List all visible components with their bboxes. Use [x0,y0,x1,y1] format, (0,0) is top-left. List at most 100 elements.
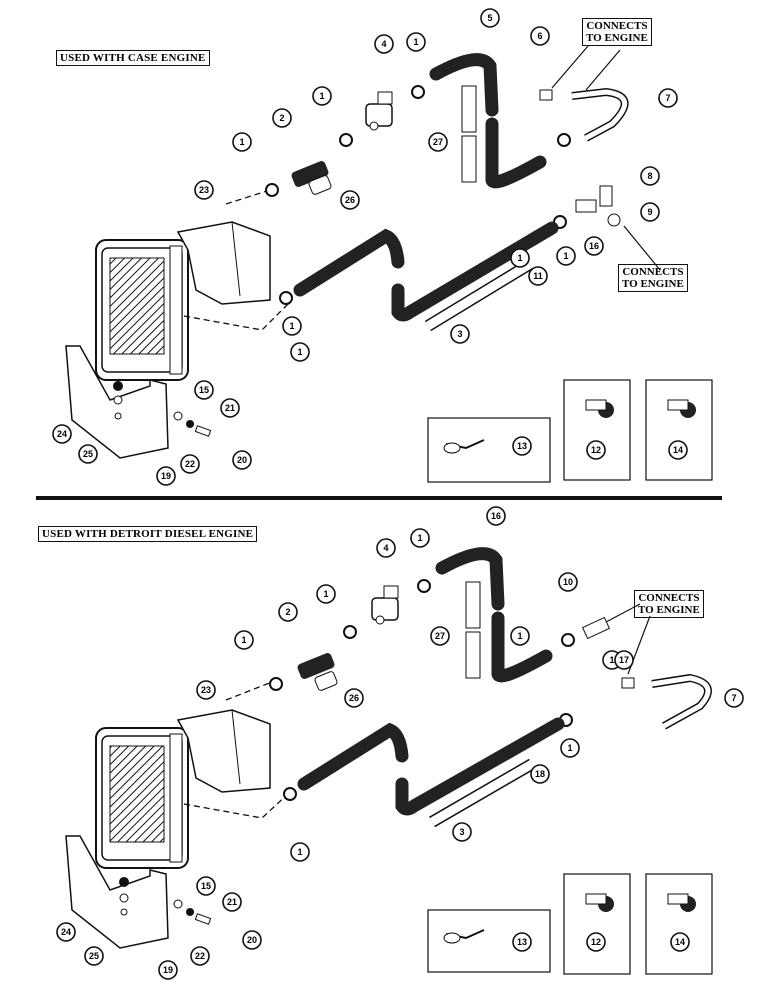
callout-number: 3 [457,329,462,339]
callout-16: 16 [486,506,506,526]
callout-9: 9 [640,202,660,222]
callout-number: 1 [323,589,328,599]
callout-21: 21 [220,398,240,418]
lower-assembly [65,547,713,975]
callout-number: 2 [285,607,290,617]
callout-number: 16 [589,241,599,251]
callout-13: 13 [512,932,532,952]
callout-number: 25 [83,449,93,459]
inset-14-top [645,379,713,481]
callout-3: 3 [452,822,472,842]
callout-2: 2 [272,108,292,128]
callout-number: 15 [201,881,211,891]
callout-1: 1 [290,342,310,362]
callout-15: 15 [196,876,216,896]
callout-number: 4 [383,543,388,553]
callout-number: 23 [201,685,211,695]
callout-number: 26 [345,195,355,205]
note-connects-to-engine-right: CONNECTS TO ENGINE [618,264,688,292]
callout-number: 14 [673,445,683,455]
callout-number: 2 [279,113,284,123]
heater-housing [176,221,271,305]
callout-1: 1 [510,626,530,646]
callout-number: 17 [619,655,629,665]
callout-number: 1 [297,847,302,857]
section-title-case-engine: USED WITH CASE ENGINE [56,50,210,66]
inset-12-top [563,379,631,481]
callout-25: 25 [84,946,104,966]
shutoff-valve [365,91,393,131]
callout-number: 14 [675,937,685,947]
callout-number: 23 [199,185,209,195]
callout-number: 12 [591,937,601,947]
callout-12: 12 [586,932,606,952]
callout-1: 1 [560,738,580,758]
note-connects-to-engine-lower: CONNECTS TO ENGINE [634,590,704,618]
callout-7: 7 [658,88,678,108]
callout-22: 22 [180,454,200,474]
callout-number: 1 [239,137,244,147]
callout-20: 20 [242,930,262,950]
callout-6: 6 [530,26,550,46]
heater-core-lower [95,727,189,869]
callout-number: 12 [591,445,601,455]
callout-1: 1 [556,246,576,266]
callout-4: 4 [374,34,394,54]
callout-number: 27 [433,137,443,147]
callout-25: 25 [78,444,98,464]
callout-number: 1 [517,631,522,641]
callout-16: 16 [584,236,604,256]
callout-1: 1 [290,842,310,862]
callout-13: 13 [512,436,532,456]
callout-4: 4 [376,538,396,558]
callout-22: 22 [190,946,210,966]
callout-number: 19 [163,965,173,975]
callout-number: 24 [57,429,67,439]
callout-19: 19 [158,960,178,980]
callout-19: 19 [156,466,176,486]
callout-number: 5 [487,13,492,23]
callout-number: 19 [161,471,171,481]
callout-number: 18 [535,769,545,779]
callout-number: 9 [647,207,652,217]
callout-number: 20 [237,455,247,465]
callout-23: 23 [196,680,216,700]
callout-number: 21 [227,897,237,907]
callout-8: 8 [640,166,660,186]
callout-number: 11 [533,271,543,281]
callout-26: 26 [340,190,360,210]
callout-7: 7 [724,688,744,708]
callout-number: 25 [89,951,99,961]
callout-1: 1 [312,86,332,106]
callout-number: 1 [319,91,324,101]
callout-1: 1 [234,630,254,650]
note-connects-to-engine-top: CONNECTS TO ENGINE [582,18,652,46]
callout-1: 1 [316,584,336,604]
callout-1: 1 [510,248,530,268]
callout-number: 27 [435,631,445,641]
callout-number: 15 [199,385,209,395]
callout-number: 13 [517,441,527,451]
callout-26: 26 [344,688,364,708]
callout-5: 5 [480,8,500,28]
callout-number: 20 [247,935,257,945]
callout-27: 27 [430,626,450,646]
callout-1: 1 [282,316,302,336]
upper-assembly [65,45,713,483]
callout-1: 1 [410,528,430,548]
callout-number: 6 [537,31,542,41]
callout-number: 3 [459,827,464,837]
callout-27: 27 [428,132,448,152]
callout-number: 1 [413,37,418,47]
callout-number: 1 [289,321,294,331]
callout-17: 17 [614,650,634,670]
callout-12: 12 [586,440,606,460]
heater-core [95,239,189,381]
callout-21: 21 [222,892,242,912]
callout-number: 1 [517,253,522,263]
callout-number: 1 [417,533,422,543]
callout-number: 1 [563,251,568,261]
callout-number: 1 [297,347,302,357]
section-title-detroit-diesel-engine: USED WITH DETROIT DIESEL ENGINE [38,526,258,542]
